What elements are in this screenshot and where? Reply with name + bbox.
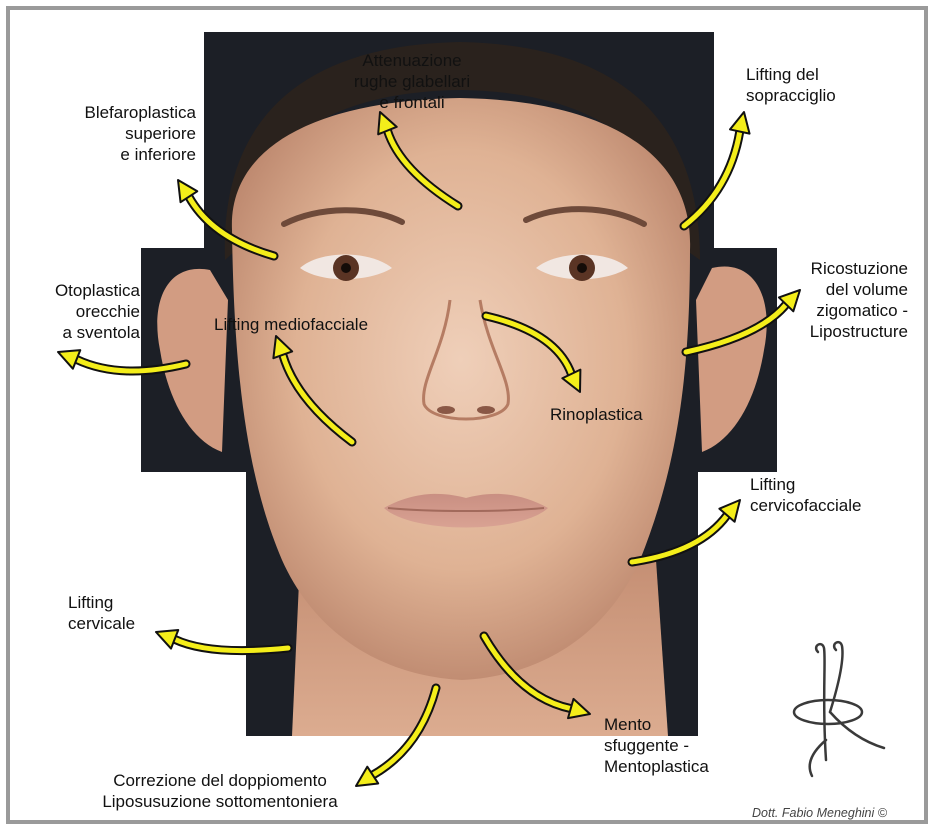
label-doppiomento: Correzione del doppiomento Liposusuzione… [70, 770, 370, 812]
nostril-right [477, 406, 495, 414]
label-zigomatico: Ricostuzione del volume zigomatico - Lip… [758, 258, 908, 342]
label-otoplastica: Otoplastica orecchie a sventola [14, 280, 140, 343]
signature-logo [794, 642, 884, 776]
label-attenuazione: Attenuazione rughe glabellari e frontali [324, 50, 500, 113]
label-cervicale: Lifting cervicale [68, 592, 135, 634]
label-mediofacciale: Lifting mediofacciale [214, 314, 368, 335]
signature-text: Dott. Fabio Meneghini © [752, 806, 887, 820]
label-sopracciglio: Lifting del sopracciglio [746, 64, 836, 106]
label-mento: Mento sfuggente - Mentoplastica [604, 714, 709, 777]
label-blefaroplastica: Blefaroplastica superiore e inferiore [40, 102, 196, 165]
label-rinoplastica: Rinoplastica [550, 404, 643, 425]
label-cervicofacciale: Lifting cervicofacciale [750, 474, 862, 516]
nostril-left [437, 406, 455, 414]
